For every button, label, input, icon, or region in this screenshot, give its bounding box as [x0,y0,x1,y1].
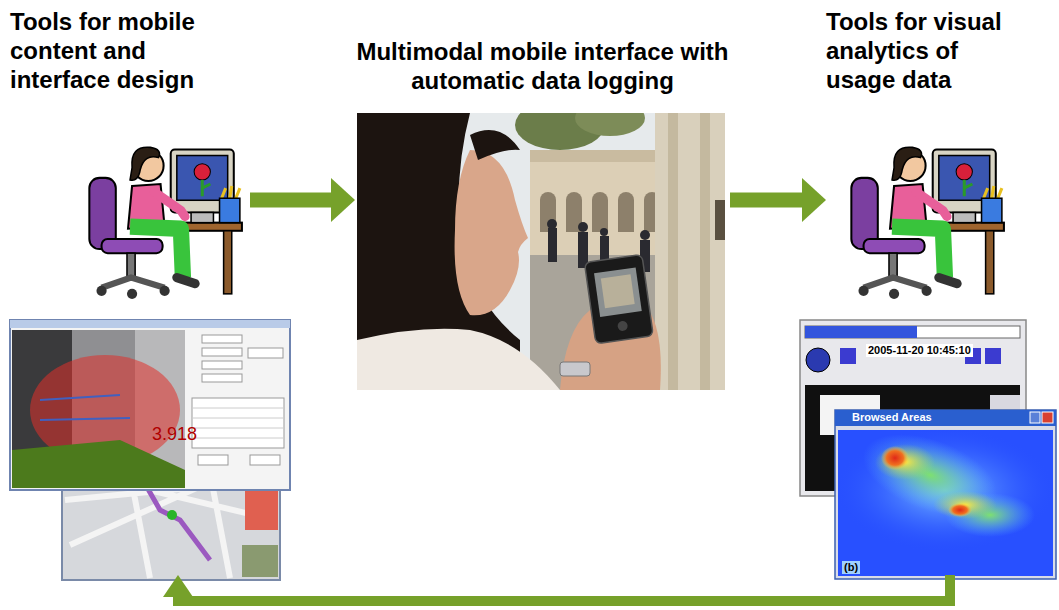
stage-panel: Multimodal mobile interface with automat… [355,35,730,390]
analyst-clipart [851,147,1004,299]
arrow-head [802,178,826,222]
stage-panel: Tools for mobile content and interface d… [5,5,250,575]
stage-panel: Tools for visual analytics of usage data [826,5,1055,575]
3d-editor-screenshot [10,320,290,490]
flow-arrow [250,178,355,222]
arrow-shaft [730,193,803,208]
stage-heading: Multimodal mobile interface with automat… [355,38,730,96]
window-title: Browsed Areas [850,411,934,424]
arrow-head [331,178,355,222]
stage-heading: Tools for mobile content and interface d… [10,8,225,94]
figure-label: (b) [842,561,860,574]
arrow-head [163,575,193,597]
value-label: 3.918 [150,424,199,445]
timestamp-label: 2005-11-20 10:45:10 [866,344,973,357]
designer-clipart [89,147,242,299]
flow-arrow [730,178,826,222]
flow-arrow [163,575,950,601]
heatmap-screenshot [835,410,1056,579]
arrow-shaft [178,575,950,601]
stage-heading: Tools for visual analytics of usage data [826,8,1016,94]
photo [357,113,725,390]
arrow-shaft [250,193,332,208]
